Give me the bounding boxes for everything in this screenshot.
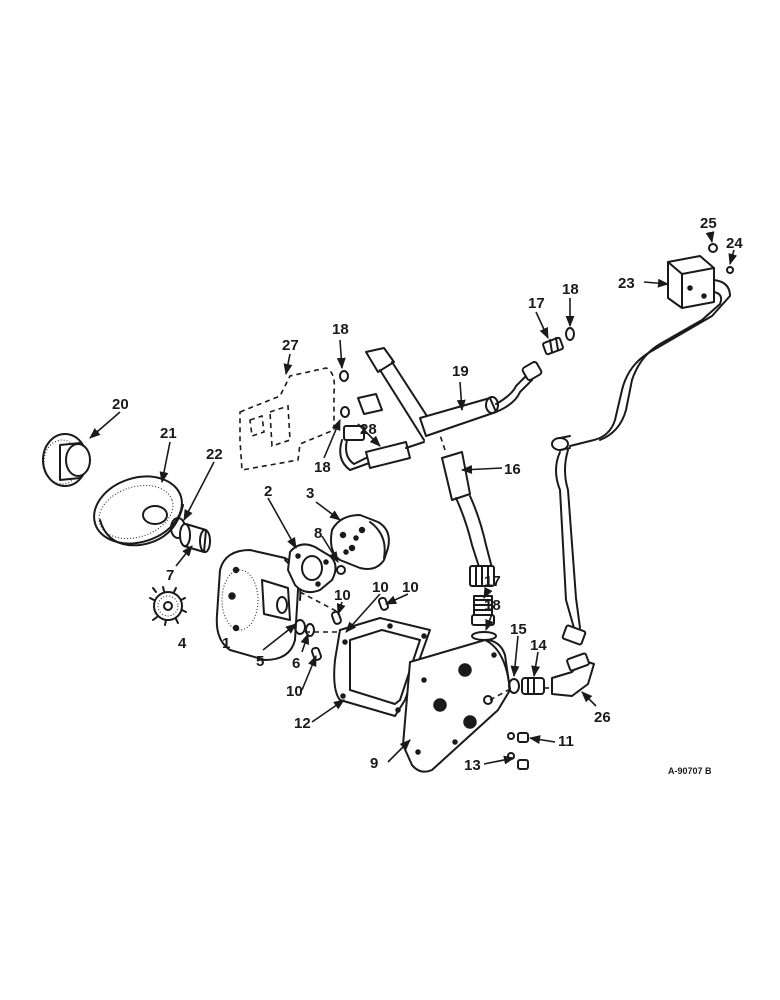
callout-4: 4 xyxy=(178,635,187,652)
leader-lines xyxy=(89,231,738,765)
callout-3: 3 xyxy=(306,485,314,502)
callout-17-upper: 17 xyxy=(528,295,545,312)
callout-7: 7 xyxy=(166,567,174,584)
callout-5: 5 xyxy=(256,653,264,670)
callout-labels: 20 21 22 7 2 3 8 4 1 5 6 10 10 10 10 12 … xyxy=(112,215,743,776)
pump-cover-part xyxy=(330,514,390,570)
callout-11: 11 xyxy=(558,733,574,750)
callout-13: 12 xyxy=(294,715,311,732)
drawing-number: A-90707 B xyxy=(668,766,712,776)
callout-21: 21 xyxy=(160,425,177,442)
hose-16-part xyxy=(441,451,495,587)
callout-28: 28 xyxy=(360,421,377,438)
callout-10-c: 10 xyxy=(402,579,419,596)
pump-body-part xyxy=(215,549,302,661)
plug-11-part xyxy=(507,732,529,743)
callout-25: 25 xyxy=(700,215,717,232)
fitting-14-part xyxy=(521,677,545,695)
elbow-26-part xyxy=(551,652,595,697)
oring-6-part xyxy=(305,623,315,637)
callout-9: 9 xyxy=(370,755,378,772)
block-23-part xyxy=(667,255,715,309)
filter-cap-part xyxy=(42,433,91,487)
callout-17-lower: 17 xyxy=(484,573,501,590)
tube-19-part xyxy=(365,347,543,441)
oring-25-part xyxy=(708,243,718,253)
tube-long-part xyxy=(551,279,731,646)
gasket-2-part xyxy=(287,543,337,594)
callout-10-d: 10 xyxy=(286,683,303,700)
callout-22: 22 xyxy=(206,446,223,463)
callout-27: 27 xyxy=(282,337,299,354)
callout-18-upper-right: 18 xyxy=(562,281,579,298)
filter-element-part xyxy=(93,475,184,547)
callout-8: 8 xyxy=(314,525,322,542)
callout-1: 1 xyxy=(222,635,230,652)
drive-gear-part xyxy=(149,586,187,626)
housing-27-phantom xyxy=(239,367,336,471)
callout-26: 26 xyxy=(594,709,611,726)
oring-15-part xyxy=(508,678,520,694)
oring-18-upper-left-part xyxy=(339,370,349,382)
oring-24-part xyxy=(726,266,734,274)
plug-12-part xyxy=(507,752,529,770)
callout-12: 13 xyxy=(464,757,481,774)
oring-8-part xyxy=(336,565,346,575)
oring-18-mid-part xyxy=(340,406,350,418)
fitting-17-upper-part xyxy=(542,336,564,356)
callout-10-a: 10 xyxy=(334,587,351,604)
callout-19: 19 xyxy=(452,363,469,380)
valve-body-part xyxy=(402,639,511,773)
callout-2: 2 xyxy=(264,483,272,500)
callout-18-mid: 18 xyxy=(314,459,331,476)
oring-18-upper-right-part xyxy=(565,327,575,341)
callout-18-lower: 18 xyxy=(484,597,501,614)
callout-20: 20 xyxy=(112,396,129,413)
callout-6: 6 xyxy=(292,655,300,672)
callout-18-upper-left: 18 xyxy=(332,321,349,338)
callout-10-b: 10 xyxy=(372,579,389,596)
callout-14: 14 xyxy=(530,637,547,654)
fitting-7-part xyxy=(179,523,211,553)
callout-24: 24 xyxy=(726,235,743,252)
oring-18-lower-part xyxy=(471,631,497,641)
callout-23: 23 xyxy=(618,275,635,292)
callout-16: 16 xyxy=(504,461,521,478)
callout-15: 15 xyxy=(510,621,527,638)
tube-28-part xyxy=(339,393,425,471)
